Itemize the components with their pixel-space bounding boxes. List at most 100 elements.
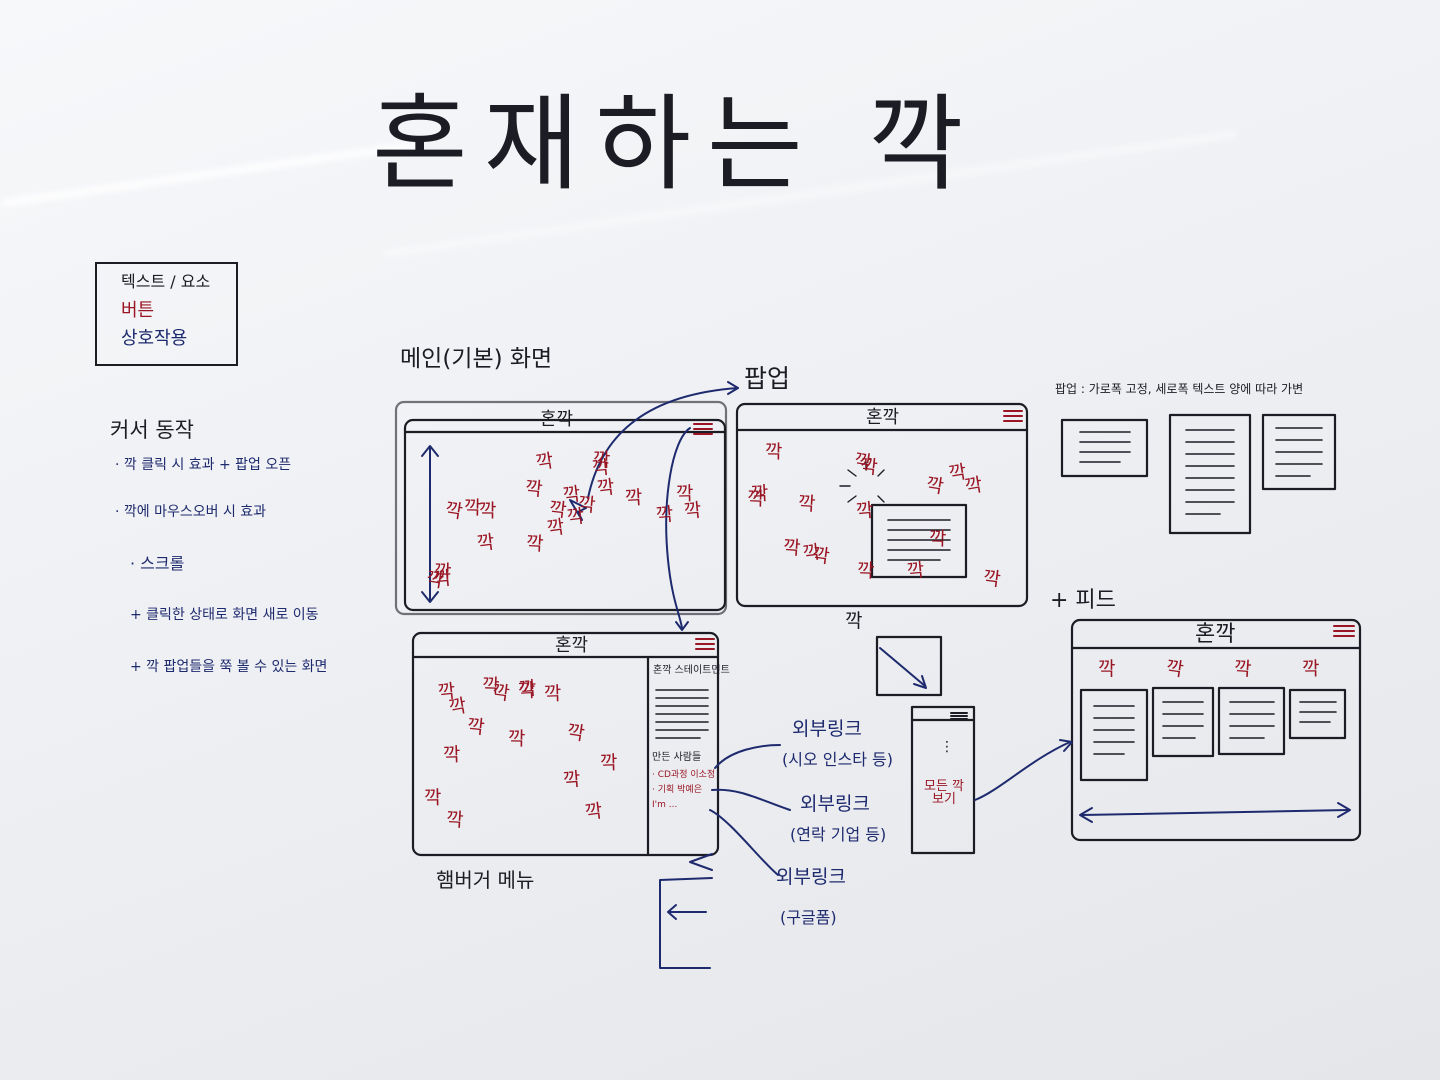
gak-button-main[interactable]: 깍 [547, 498, 568, 522]
gak-button-main[interactable]: 깍 [475, 531, 496, 555]
popup-window-title: 혼깍 [866, 407, 900, 428]
gak-button-feed[interactable]: 깍 [1233, 657, 1253, 681]
gak-button-menu[interactable]: 깍 [436, 680, 457, 704]
view-all-button[interactable]: 모든 깍 보기 [923, 779, 964, 807]
gak-button-main[interactable]: 깍 [443, 498, 465, 524]
gak-button-popup[interactable]: 깍 [746, 487, 765, 511]
cursor-action-item: · 깍에 마우스오버 시 효과 [115, 504, 267, 520]
gak-button-menu[interactable]: 깍 [465, 715, 486, 739]
gak-button-popup[interactable]: 깍 [782, 536, 802, 560]
external-link-detail: (연락 기업 등) [790, 825, 887, 844]
view-all-panel [910, 705, 976, 855]
gak-button-feed[interactable]: 깍 [1164, 656, 1186, 682]
link-curve-1 [714, 744, 781, 769]
gak-button-popup[interactable]: 깍 [905, 559, 926, 583]
gak-button-menu[interactable]: 깍 [562, 768, 582, 792]
gak-button-menu[interactable]: 깍 [442, 743, 461, 767]
gak-button-feed[interactable]: 깍 [1301, 657, 1320, 681]
demo-cursor-arrow [879, 647, 926, 687]
popup-example-2-lines [1185, 429, 1235, 515]
hamburger-icon-panel [950, 712, 968, 720]
menu-statement-lines [655, 689, 709, 739]
demo-box [875, 635, 943, 697]
feed-card-2 [1151, 686, 1215, 758]
feed-card-1 [1079, 688, 1149, 782]
external-link-label[interactable]: 외부링크 [800, 793, 870, 815]
popup-example-1 [1060, 418, 1149, 478]
gak-button-main[interactable]: 깍 [624, 486, 644, 510]
gak-button-popup[interactable]: 깍 [855, 499, 875, 523]
popup-cursor-icon [569, 499, 587, 521]
external-link-label[interactable]: 외부링크 [792, 718, 862, 740]
feed-scroll-arrow [1081, 809, 1349, 816]
arrow-click-to-popup [587, 387, 739, 499]
gak-button-main[interactable]: 깍 [478, 499, 497, 523]
gak-button-popup[interactable]: 깍 [924, 473, 946, 499]
gak-button-main[interactable]: 깍 [432, 567, 453, 591]
gak-button-menu[interactable]: 깍 [599, 751, 618, 775]
cursor-action-item: + 클릭한 상태로 화면 새로 이동 [130, 607, 319, 623]
gak-button-popup[interactable]: 깍 [856, 559, 875, 583]
popup-example-3-lines [1275, 427, 1323, 477]
external-link-label[interactable]: 외부링크 [776, 866, 846, 888]
popup-note: 팝업 : 가로폭 고정, 세로폭 텍스트 양에 따라 가변 [1055, 382, 1304, 396]
feed-window-title: 혼깍 [1195, 622, 1236, 647]
menu-side-title: 혼깍 스테이트먼트 [653, 665, 730, 676]
more-dots-icon: ⋮ [940, 739, 954, 755]
cursor-actions-heading: 커서 동작 [110, 418, 194, 442]
gak-button-main[interactable]: 깍 [463, 496, 482, 520]
hamburger-icon-feed [1333, 625, 1355, 637]
gak-button-main[interactable]: 깍 [525, 532, 545, 556]
gak-button-menu[interactable]: 깍 [481, 674, 500, 698]
gak-button-main[interactable]: 깍 [590, 456, 611, 480]
gak-button-menu[interactable]: 깍 [423, 786, 442, 810]
popup-window-frame [735, 402, 1029, 608]
gak-button-main[interactable]: 깍 [595, 476, 616, 500]
hamburger-icon-popup [1003, 410, 1023, 422]
gak-button-popup[interactable]: 깍 [764, 440, 783, 464]
gak-button-main[interactable]: 깍 [524, 477, 544, 501]
feed-window-frame [1070, 618, 1362, 842]
gak-button-menu[interactable]: 깍 [583, 800, 604, 825]
gak-button-popup[interactable]: 깍 [981, 566, 1002, 592]
menu-credit-line[interactable]: · 기획 박예은 [652, 785, 702, 795]
popup-example-3 [1261, 413, 1337, 491]
link-curve-2 [711, 788, 791, 811]
feed-label: + 피드 [1050, 588, 1116, 613]
menu-credits-title: 만든 사람들 [652, 752, 702, 763]
legend-button: 버튼 [121, 300, 155, 321]
hamburger-icon-menu [695, 638, 715, 650]
gak-button-menu[interactable]: 깍 [507, 727, 526, 751]
gak-button-popup[interactable]: 깍 [928, 527, 947, 551]
gak-button-popup[interactable]: 깍 [858, 455, 879, 479]
gak-button-menu[interactable]: 깍 [517, 679, 537, 703]
popup-screen-label: 팝업 [744, 364, 791, 393]
menu-window-frame [411, 631, 720, 857]
cursor-action-item: · 스크롤 [130, 554, 185, 573]
gak-button-menu[interactable]: 깍 [445, 808, 465, 832]
gak-button-feed[interactable]: 깍 [1098, 658, 1116, 680]
gak-button-menu[interactable]: 깍 [565, 720, 587, 746]
menu-credit-line[interactable]: I'm ... [652, 800, 678, 810]
gak-button-main[interactable]: 깍 [593, 449, 611, 471]
gak-button-popup[interactable]: 깍 [810, 543, 831, 569]
feed-card-lines [1093, 701, 1337, 755]
menu-screen-label: 햄버거 메뉴 [436, 868, 535, 892]
external-link-detail: (구글폼) [780, 908, 837, 927]
demo-gak: 깍 [845, 610, 863, 632]
gak-button-main[interactable]: 깍 [675, 482, 694, 506]
arrow-menu-to-hamburger [665, 427, 691, 629]
gak-button-main[interactable]: 깍 [534, 449, 556, 475]
gak-button-popup[interactable]: 깍 [947, 460, 969, 486]
gak-button-main[interactable]: 깍 [577, 493, 597, 517]
board-title: 혼재하는 깍 [372, 83, 980, 205]
link-curve-3 [709, 809, 779, 876]
popup-example-2 [1168, 413, 1252, 535]
menu-credit-line[interactable]: · CD과정 이소정 [652, 770, 716, 780]
gak-button-main[interactable]: 깍 [654, 503, 675, 527]
main-window-title: 혼깍 [540, 409, 574, 430]
gak-button-popup[interactable]: 깍 [797, 492, 817, 516]
gak-button-menu[interactable]: 깍 [543, 682, 562, 706]
cursor-action-item: + 깍 팝업들을 쭉 볼 수 있는 화면 [130, 659, 328, 675]
